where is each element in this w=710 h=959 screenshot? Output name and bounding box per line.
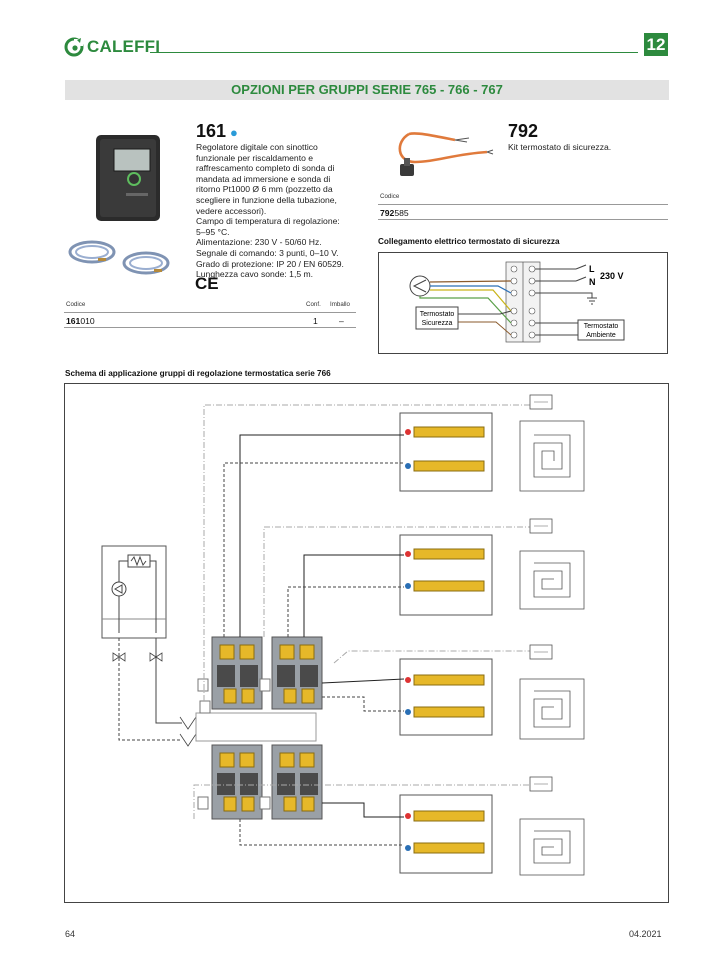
desc-line: scegliere in funzione della tubazione, (196, 194, 337, 205)
desc-line: Campo di temperatura di regolazione: (196, 216, 340, 227)
safety-thermostat-label-2: Sicurezza (422, 320, 453, 327)
room-thermostat-label-1: Termostato (584, 323, 619, 330)
terminal-block (505, 261, 541, 343)
thermostat-kit-792-image (398, 132, 494, 176)
boiler (101, 545, 167, 639)
product-161-code-text: 161 (196, 121, 227, 141)
brand-logo: CALEFFI (64, 36, 160, 58)
ce-mark: CE (195, 274, 219, 293)
desc-line: ritorno Pt1000 Ø 6 mm (pozzetto da (196, 184, 333, 195)
table-header-codice: Codice (380, 193, 400, 200)
manifold-zone-1 (399, 412, 493, 492)
label-N: N (589, 277, 596, 287)
table-cell-imballo: – (339, 316, 344, 326)
pump-group (211, 744, 263, 820)
safety-thermostat-label-1: Termostato (420, 311, 455, 318)
section-title: OPZIONI PER GRUPPI SERIE 765 - 766 - 767 (65, 80, 669, 100)
room-thermostat-label-2: Ambiente (586, 332, 616, 339)
desc-line: Regolatore digitale con sinottico (196, 142, 318, 152)
table-rule (64, 312, 356, 313)
code-rest: 010 (80, 316, 95, 326)
desc-line: 5–95 °C. (196, 226, 230, 237)
desc-line: Grado di protezione: IP 20 / EN 60529. (196, 258, 344, 269)
product-161-description: Regolatore digitale con sinottico funzio… (196, 142, 366, 280)
table-rule (378, 219, 668, 220)
footer-date: 04.2021 (629, 929, 662, 939)
new-product-dot-icon: ● (230, 125, 238, 140)
desc-line: Lunghezza cavo sonde: 1,5 m. (196, 269, 314, 280)
desc-line: Alimentazione: 230 V - 50/60 Hz. (196, 237, 322, 248)
manifold-zone-2 (399, 534, 493, 616)
desc-line: funzionale per riscaldamento e (196, 152, 314, 163)
wiring-title: Collegamento elettrico termostato di sic… (378, 237, 560, 246)
regulator-161-image (68, 135, 170, 275)
label-voltage: 230 V (600, 271, 624, 281)
manifold-zone-4 (399, 794, 493, 874)
desc-line: vedere accessori). (196, 205, 267, 216)
scheme-title: Schema di applicazione gruppi di regolaz… (65, 369, 331, 378)
pump-group (271, 744, 323, 820)
label-L: L (589, 264, 595, 274)
pump-group (211, 636, 263, 710)
manifold-zone-3 (399, 658, 493, 736)
caleffi-logo-icon (64, 37, 84, 57)
page-number: 64 (65, 929, 76, 939)
product-161-code: 161● (196, 121, 238, 142)
code-bold: 161 (66, 316, 81, 326)
product-792-code: 792 (508, 121, 539, 141)
header-rule (150, 52, 638, 53)
page-badge: 12 (644, 33, 668, 56)
table-rule (378, 204, 668, 205)
table-rule (64, 327, 356, 328)
table-header-codice: Codice (66, 301, 86, 308)
desc-line: Segnale di comando: 3 punti, 0–10 V. (196, 247, 339, 258)
table-cell-code: 792585 (380, 208, 409, 218)
desc-line: mandata ad immersione e sonda di (196, 173, 331, 184)
product-792-description: Kit termostato di sicurezza. (508, 142, 612, 152)
desc-line: raffrescamento completo di sonda di (196, 163, 335, 174)
application-scheme-diagram (64, 383, 669, 903)
brand-name: CALEFFI (87, 37, 161, 56)
pump-group (271, 636, 323, 710)
table-header-imballo: Imballo (330, 301, 350, 308)
table-cell-code: 161010 (66, 316, 95, 326)
table-header-conf: Conf. (306, 301, 321, 308)
table-cell-conf: 1 (313, 316, 318, 326)
code-bold: 792 (380, 208, 395, 218)
wiring-diagram: Termostato Sicurezza Termostato Ambiente… (378, 252, 668, 354)
code-rest: 585 (394, 208, 409, 218)
